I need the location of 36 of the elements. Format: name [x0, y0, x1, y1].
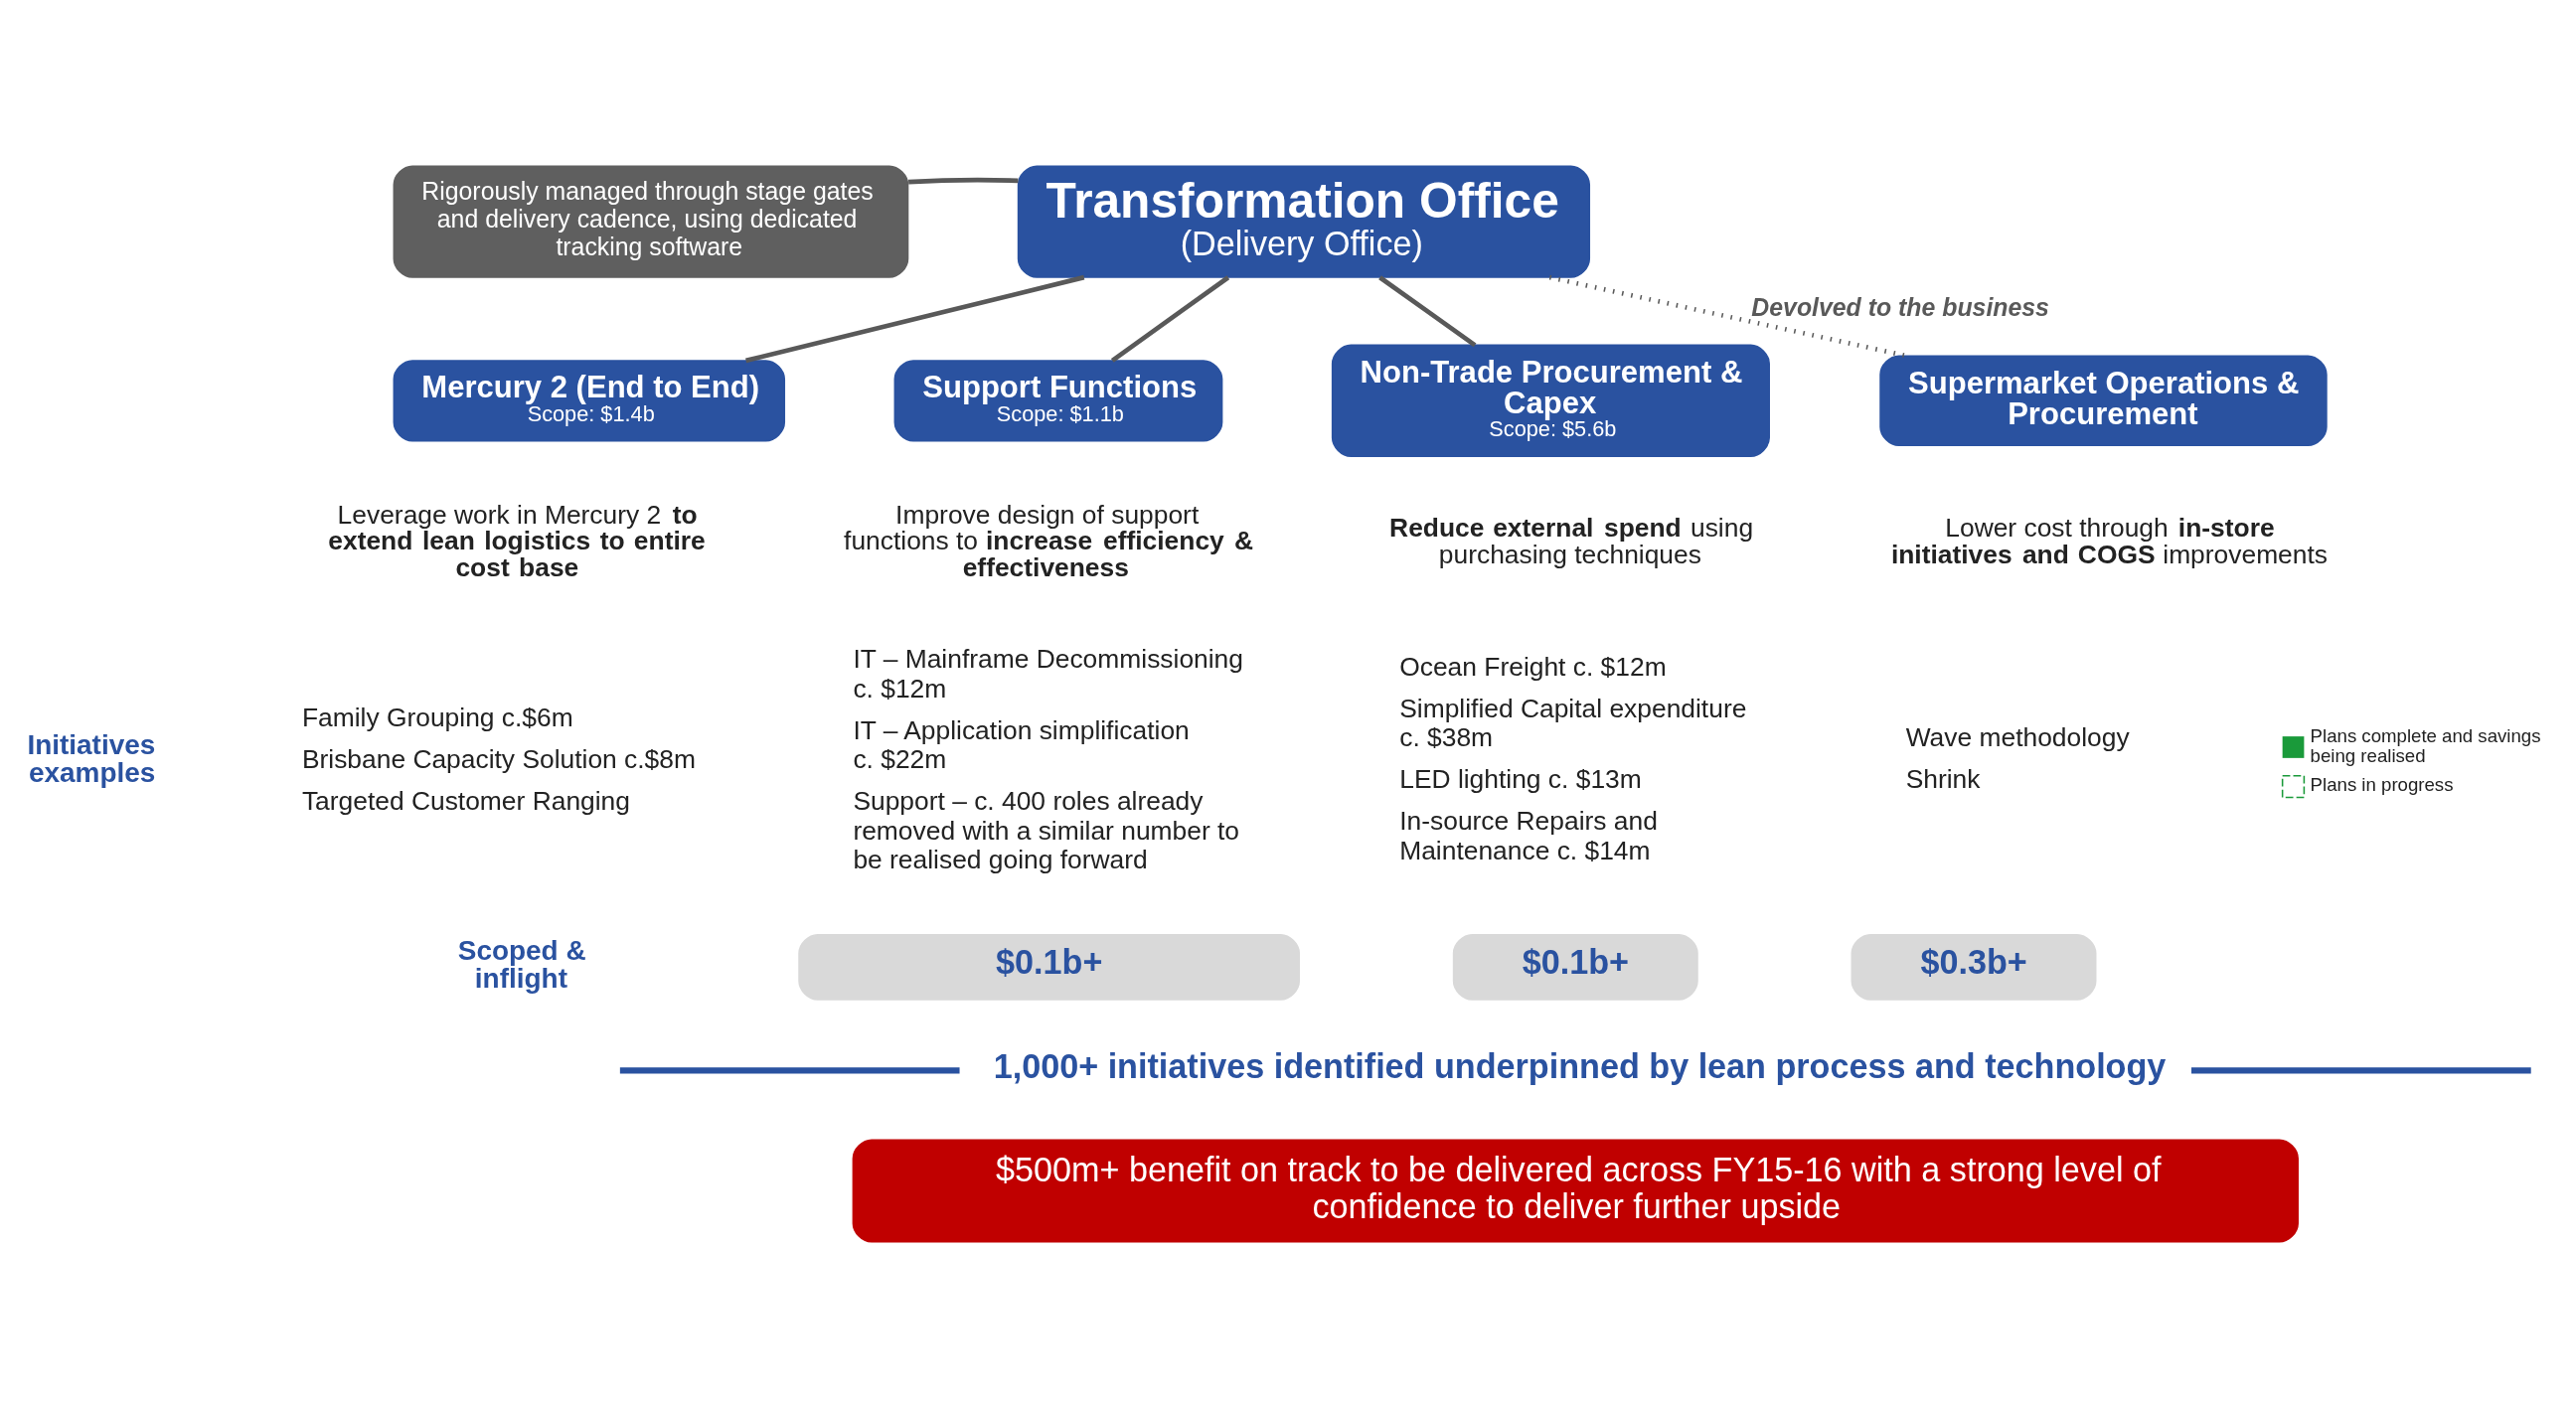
label: IT – Mainframe Decommissioning c. $12m — [853, 643, 1243, 704]
label: Brisbane Capacity Solution c.$8m — [301, 743, 696, 774]
connector — [1378, 274, 1477, 347]
legend-label: Plans in progress — [2310, 773, 2454, 795]
label: Targeted Customer Ranging — [301, 785, 630, 816]
label: Improve design of support functions to increase efficiency & effectiveness — [844, 499, 1254, 582]
label: Support – c. 400 roles already removed with a similar number to be realised going forward — [853, 785, 1240, 874]
legend-label: Plans complete and savings being realised — [2310, 724, 2541, 766]
node-box: Non-Trade Procurement & Capex Scope: $5.6b — [1331, 344, 1770, 457]
label: Shrink — [1905, 763, 1981, 794]
label: In-source Repairs and Maintenance c. $14m — [1399, 805, 1658, 865]
node-box: $500m+ benefit on track to be delivered across FY15-16 with a strong level of confidence to deliver further upside — [852, 1139, 2299, 1243]
label: Scoped & inflight — [457, 934, 586, 994]
label: Wave methodology — [1905, 721, 2130, 752]
connector — [908, 177, 1019, 184]
node-box: Mercury 2 (End to End) Scope: $1.4b — [393, 359, 786, 441]
label: Family Grouping c.$6m — [301, 702, 573, 732]
label: LED lighting c. $13m — [1399, 763, 1642, 794]
node-box: Supermarket Operations & Procurement — [1879, 355, 2328, 446]
edge-label: Devolved to the business — [1751, 293, 2049, 321]
label: IT – Application simplification c. $22m — [853, 714, 1190, 774]
node-box: $0.1b+ — [798, 933, 1301, 1001]
label: Leverage work in Mercury 2 to extend lean logistics to entire cost base — [328, 499, 706, 582]
label: Reduce external spend using purchasing techniques — [1389, 512, 1754, 569]
label: 1,000+ initiatives identified underpinned by lean process and technology — [993, 1046, 2167, 1085]
connector — [1110, 274, 1230, 363]
node-box: $0.3b+ — [1851, 933, 2097, 1001]
node-box: Transformation Office (Delivery Office) — [1017, 164, 1591, 278]
label: Lower cost through in-store initiatives and COGS improvements — [1890, 512, 2329, 569]
connector — [745, 274, 1085, 363]
node-box: $0.1b+ — [1452, 933, 1698, 1001]
label: Initiatives examples — [27, 728, 156, 788]
label: Ocean Freight c. $12m — [1399, 651, 1667, 682]
node-box: Support Functions Scope: $1.1b — [893, 359, 1223, 441]
label: Simplified Capital expenditure c. $38m — [1399, 693, 1747, 752]
node-box: Rigorously managed through stage gates and delivery cadence, using dedicated tracking software — [393, 164, 909, 278]
